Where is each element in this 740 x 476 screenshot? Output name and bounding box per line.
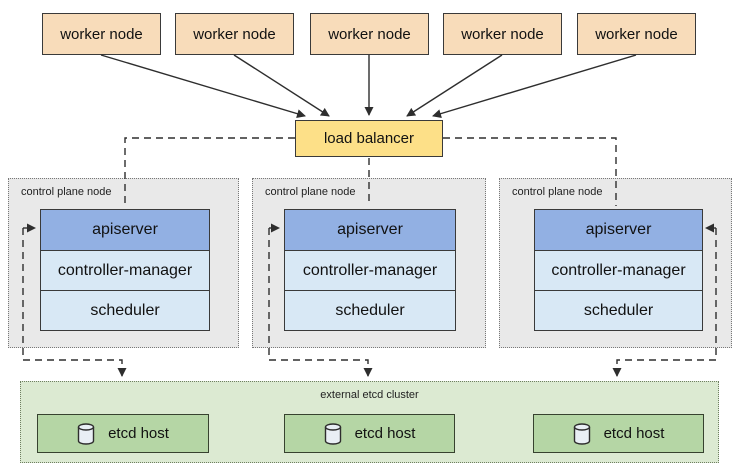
external-etcd-cluster-label: external etcd cluster <box>320 389 419 401</box>
worker-node-label: worker node <box>595 25 678 43</box>
etcd-host-label: etcd host <box>108 425 169 442</box>
database-cylinder-icon <box>77 422 95 445</box>
worker-node-box: worker node <box>310 13 429 55</box>
controller-manager-label: controller-manager <box>57 261 193 279</box>
controller-manager-box: controller-manager <box>535 250 702 290</box>
worker-node-box: worker node <box>577 13 696 55</box>
worker-node-box: worker node <box>175 13 294 55</box>
scheduler-label: scheduler <box>90 301 160 319</box>
etcd-host-box: etcd host <box>533 414 704 453</box>
etcd-host-label: etcd host <box>354 425 416 442</box>
scheduler-label: scheduler <box>335 301 405 319</box>
scheduler-box: scheduler <box>285 290 455 330</box>
external-etcd-cluster-box: external etcd cluster etcd host etcd hos… <box>20 381 719 463</box>
worker-node-label: worker node <box>193 25 276 43</box>
arrow-worker1-to-lb <box>100 54 306 119</box>
worker-node-label: worker node <box>60 25 143 43</box>
apiserver-box: apiserver <box>41 210 209 250</box>
worker-node-label: worker node <box>461 25 544 43</box>
worker-node-box: worker node <box>42 13 161 55</box>
controller-manager-label: controller-manager <box>302 261 438 279</box>
control-plane-stack: apiserver controller-manager scheduler <box>284 209 456 331</box>
database-cylinder-icon <box>573 422 590 445</box>
scheduler-box: scheduler <box>535 290 702 330</box>
apiserver-label: apiserver <box>585 221 652 238</box>
apiserver-box: apiserver <box>535 210 702 250</box>
control-plane-node-box: control plane node apiserver controller-… <box>252 178 486 348</box>
control-plane-stack: apiserver controller-manager scheduler <box>534 209 703 331</box>
arrow-worker2-to-lb <box>233 54 330 117</box>
database-cylinder-icon <box>324 422 341 445</box>
arrow-worker5-to-lb <box>432 54 637 119</box>
worker-node-label: worker node <box>328 25 411 43</box>
etcd-host-label: etcd host <box>603 425 665 442</box>
control-plane-node-label: control plane node <box>512 186 603 198</box>
etcd-host-box: etcd host <box>37 414 209 453</box>
scheduler-label: scheduler <box>583 301 654 319</box>
controller-manager-box: controller-manager <box>285 250 455 290</box>
etcd-host-box: etcd host <box>284 414 455 453</box>
apiserver-label: apiserver <box>92 221 158 238</box>
arrow-worker4-to-lb <box>406 54 503 117</box>
worker-node-box: worker node <box>443 13 562 55</box>
load-balancer-box: load balancer <box>295 120 443 157</box>
controller-manager-label: controller-manager <box>551 261 686 279</box>
control-plane-stack: apiserver controller-manager scheduler <box>40 209 210 331</box>
controller-manager-box: controller-manager <box>41 250 209 290</box>
apiserver-label: apiserver <box>337 221 403 238</box>
load-balancer-label: load balancer <box>323 130 415 147</box>
control-plane-node-label: control plane node <box>265 186 356 198</box>
control-plane-node-box: control plane node apiserver controller-… <box>8 178 239 348</box>
control-plane-node-box: control plane node apiserver controller-… <box>499 178 732 348</box>
scheduler-box: scheduler <box>41 290 209 330</box>
apiserver-box: apiserver <box>285 210 455 250</box>
control-plane-node-label: control plane node <box>21 186 112 198</box>
